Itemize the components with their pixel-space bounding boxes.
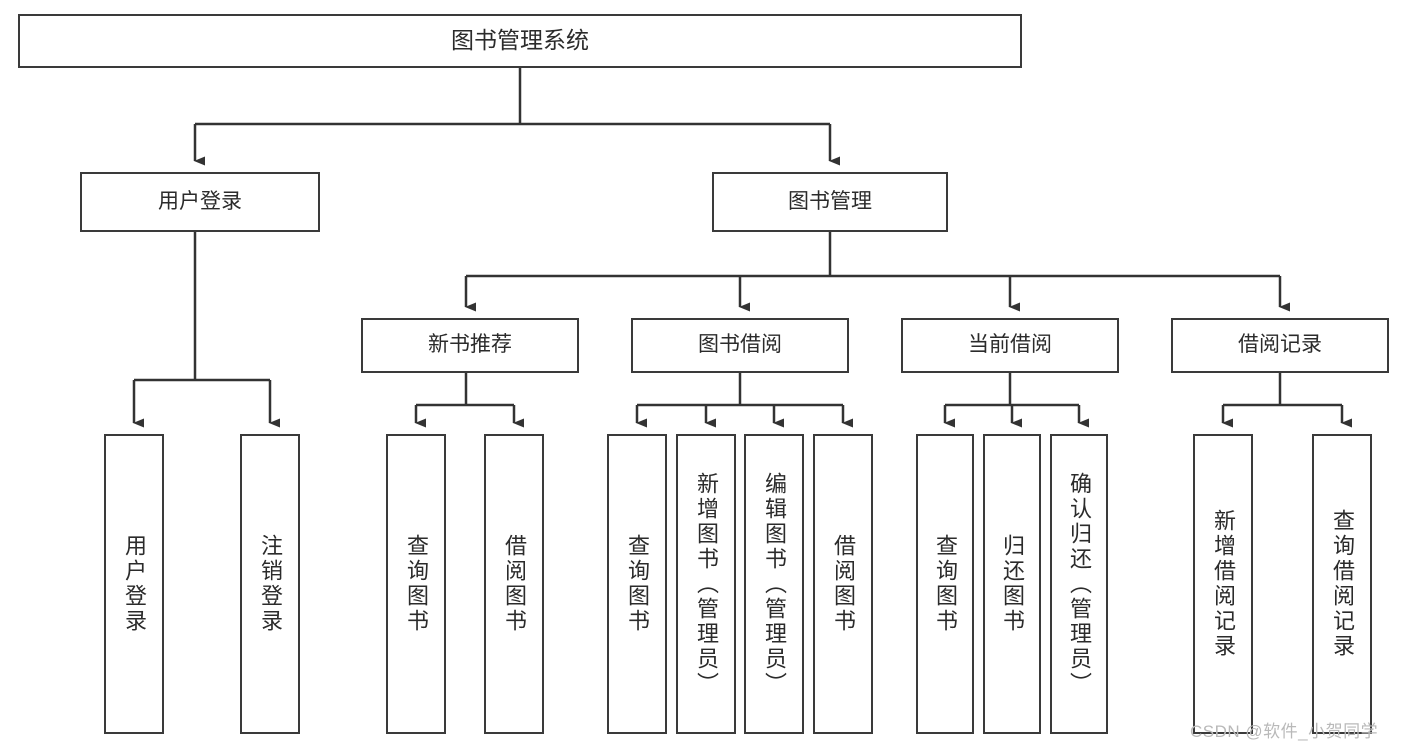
leaf-node-0-label: 用户登录 — [122, 534, 147, 634]
leaf-node-0[interactable]: 用户登录 — [104, 434, 164, 734]
root-node[interactable]: 图书管理系统 — [18, 14, 1022, 68]
level2-node-3[interactable]: 借阅记录 — [1171, 318, 1389, 373]
level2-node-0[interactable]: 新书推荐 — [361, 318, 579, 373]
leaf-node-3[interactable]: 借阅图书 — [484, 434, 544, 734]
leaf-node-5[interactable]: 新增图书（管理员） — [676, 434, 736, 734]
leaf-node-6-label: 编辑图书（管理员） — [762, 471, 787, 697]
leaf-node-4[interactable]: 查询图书 — [607, 434, 667, 734]
level1-node-0[interactable]: 用户登录 — [80, 172, 320, 232]
leaf-node-7-label: 借阅图书 — [831, 534, 856, 634]
leaf-node-9[interactable]: 归还图书 — [983, 434, 1041, 734]
leaf-node-11[interactable]: 新增借阅记录 — [1193, 434, 1253, 734]
leaf-node-12[interactable]: 查询借阅记录 — [1312, 434, 1372, 734]
connector-group-3 — [1221, 373, 1352, 428]
level2-node-1-label: 图书借阅 — [698, 333, 782, 357]
level1-node-0-label: 用户登录 — [158, 189, 242, 213]
leaf-node-2[interactable]: 查询图书 — [386, 434, 446, 734]
leaf-node-10-label: 确认归还（管理员） — [1067, 471, 1092, 697]
level2-node-3-label: 借阅记录 — [1238, 333, 1322, 357]
connector-user-login-to-leaves — [132, 232, 280, 428]
connector-group-2 — [943, 373, 1089, 428]
leaf-node-1[interactable]: 注销登录 — [240, 434, 300, 734]
leaf-node-8[interactable]: 查询图书 — [916, 434, 974, 734]
leaf-node-5-label: 新增图书（管理员） — [694, 471, 719, 697]
level1-node-1[interactable]: 图书管理 — [712, 172, 948, 232]
root-node-label: 图书管理系统 — [451, 27, 589, 54]
connector-root-to-level1 — [193, 68, 840, 166]
leaf-node-8-label: 查询图书 — [933, 534, 958, 634]
leaf-node-12-label: 查询借阅记录 — [1330, 509, 1355, 659]
leaf-node-7[interactable]: 借阅图书 — [813, 434, 873, 734]
level2-node-0-label: 新书推荐 — [428, 333, 512, 357]
connector-group-0 — [414, 373, 524, 428]
leaf-node-4-label: 查询图书 — [625, 534, 650, 634]
leaf-node-2-label: 查询图书 — [404, 534, 429, 634]
level2-node-1[interactable]: 图书借阅 — [631, 318, 849, 373]
leaf-node-1-label: 注销登录 — [258, 534, 283, 634]
level1-node-1-label: 图书管理 — [788, 189, 872, 213]
leaf-node-9-label: 归还图书 — [1000, 534, 1025, 634]
leaf-node-3-label: 借阅图书 — [502, 534, 527, 634]
level2-node-2[interactable]: 当前借阅 — [901, 318, 1119, 373]
connector-group-1 — [635, 373, 853, 428]
level2-node-2-label: 当前借阅 — [968, 333, 1052, 357]
leaf-node-10[interactable]: 确认归还（管理员） — [1050, 434, 1108, 734]
connector-level1-to-level2 — [464, 232, 1290, 312]
leaf-node-6[interactable]: 编辑图书（管理员） — [744, 434, 804, 734]
leaf-node-11-label: 新增借阅记录 — [1211, 509, 1236, 659]
